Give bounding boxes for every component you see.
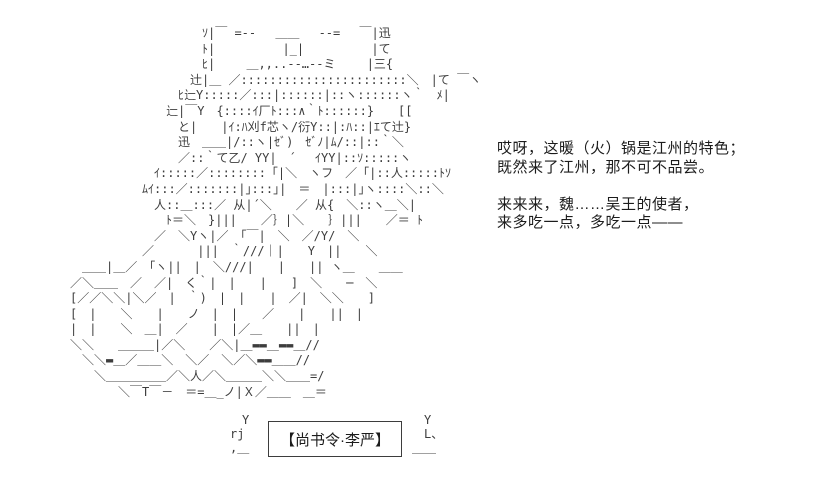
ascii-art-character: ｿ|￣ =-- ＿＿ --= ￣|迅 ﾄ| |_| |て ﾋ| ＿,,..-‐…… [70, 26, 482, 399]
nameplate-box: 【尚书令·李严】 [268, 421, 402, 457]
aa-robe-right-flourish: Y L、 ＿＿ [412, 413, 444, 455]
dialogue-text: 哎呀，这暖（火）锅是江州的特色； 既然来了江州，那不可不品尝。 来来来，魏……吴… [497, 140, 746, 231]
nameplate-label: 【尚书令·李严】 [280, 431, 390, 449]
aa-robe-left-flourish: Y rj ,＿ [230, 413, 250, 455]
